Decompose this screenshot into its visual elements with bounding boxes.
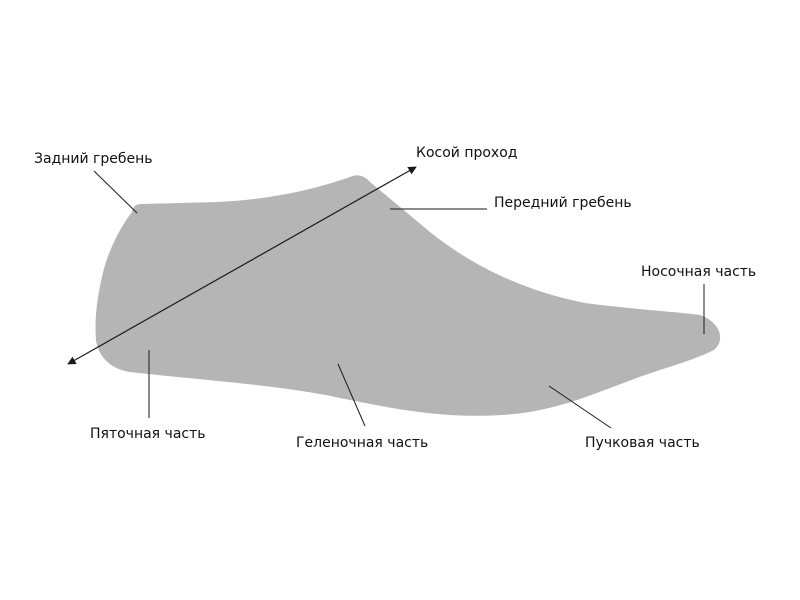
diagonal-pass-arrow: [67, 166, 417, 365]
diagonal-pass-label: Косой проход: [416, 145, 518, 161]
heel-part-label: Пяточная часть: [90, 426, 206, 442]
heel-ridge-leader: [93, 170, 138, 214]
arch-part-label: Геленочная часть: [296, 435, 429, 451]
ball-part-leader: [548, 385, 612, 429]
ball-part-label: Пучковая часть: [585, 435, 700, 451]
arch-part-leader: [337, 363, 366, 427]
front-ridge-label: Передний гребень: [494, 195, 632, 211]
heel-ridge-label: Задний гребень: [34, 151, 153, 167]
toe-part-label: Носочная часть: [641, 264, 757, 280]
